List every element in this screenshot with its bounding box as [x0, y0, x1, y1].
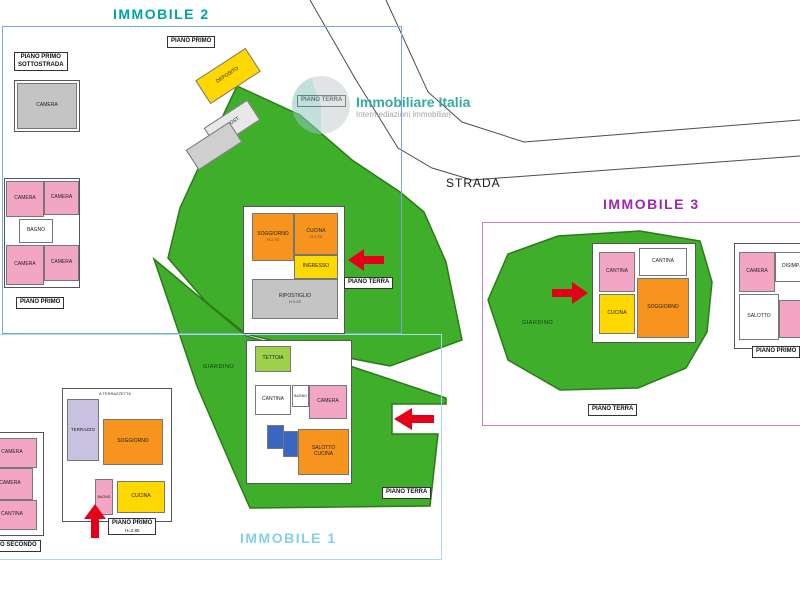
watermark-subtitle: Intermediazioni immobiliari	[356, 110, 451, 120]
entrance-arrow-right-icon	[552, 282, 588, 304]
room-label: RIPOSTIGLIO	[279, 292, 311, 299]
room-salotto: SALOTTO	[739, 294, 779, 340]
room-cucina: CUCINA	[117, 481, 165, 513]
plan-immobile2-piano-terra: SOGGIORNO H 2.70 CUCINA H 2.70 INGRESSO …	[243, 206, 345, 334]
label-piano-primo-immobile3: PIANO PRIMO	[752, 346, 800, 358]
room-label: CUCINA	[306, 227, 326, 234]
label-piano-terra-immobile3: PIANO TERRA	[588, 404, 638, 416]
room-cantina: CANTINA	[0, 500, 37, 530]
room-scala	[267, 425, 284, 449]
entrance-arrow-left-icon	[394, 408, 434, 430]
room-soggiorno: SOGGIORNO H 2.70	[252, 213, 294, 261]
plan-immobile3-piano-terra: CANTINA CANTINA CUCINA SOGGIORNO	[592, 243, 696, 343]
label-annex-piano-primo: PIANO PRIMO	[167, 36, 216, 48]
road-edge-lower	[309, 0, 800, 181]
terrazzetta-note: A TERRAZZETTA	[99, 391, 131, 396]
label-piano-terra-center: PIANO TERRA	[344, 277, 394, 289]
room-tettoia: TETTOIA	[255, 346, 291, 372]
giardino-label-immobile1: GIARDINO	[203, 364, 235, 370]
room-camera: CAMERA	[309, 385, 347, 419]
room-sub: H 2.20	[289, 298, 301, 304]
room-camera: CAMERA	[0, 438, 37, 468]
room-camera: CAMERA	[44, 245, 79, 281]
road-edge-upper	[385, 0, 800, 143]
label-sub: H=2.85	[124, 527, 140, 533]
room-camera: CAMERA	[6, 181, 44, 217]
road-label: STRADA	[446, 176, 501, 190]
room-soggiorno: SOGGIORNO	[103, 419, 163, 465]
room-camera: CAMERA	[44, 181, 79, 215]
entrance-arrow-up-icon	[84, 504, 106, 538]
label-piano-terra-immobile1: PIANO TERRA	[382, 487, 432, 499]
room-ripostiglio: RIPOSTIGLIO H 2.20	[252, 279, 338, 319]
plan-immobile1-piano-terra: TETTOIA CANTINA BAGNO CAMERA SALOTTO CUC…	[246, 340, 352, 484]
immobile3-region	[482, 222, 800, 426]
plan-immobile1-piano-primo: A TERRAZZETTA TERRAZZO SOGGIORNO BAGNO C…	[62, 388, 172, 522]
plan-immobile2-sottostrada: CAMERA	[14, 80, 80, 132]
room-bagno: BAGNO	[19, 219, 53, 243]
room-label: SALOTTO	[311, 445, 336, 452]
label-piano-primo-sottostrada: PIANO PRIMO SOTTOSTRADA	[14, 52, 68, 71]
room-scala	[283, 431, 298, 457]
room-sub: H 2.70	[310, 233, 322, 239]
plan-immobile3-piano-primo: CAMERA DISIMP. SALOTTO	[734, 243, 800, 349]
room-soggiorno: SOGGIORNO	[637, 278, 689, 338]
room-cucina: CUCINA	[599, 294, 635, 334]
watermark: Immobiliare Italia Intermediazioni immob…	[356, 94, 471, 120]
room-bagno: BAGNO	[95, 479, 113, 515]
watermark-logo-icon	[292, 76, 350, 134]
room-bagno: BAGNO	[292, 385, 309, 407]
room-terrazzo: TERRAZZO	[67, 399, 99, 461]
room-camera: CAMERA	[0, 468, 33, 500]
room-cantina: CANTINA	[255, 385, 291, 415]
label-piano-secondo-immobile1: O SECONDO	[0, 540, 41, 552]
room-label: CUCINA	[313, 451, 334, 457]
room-partial	[779, 300, 800, 338]
room-disimpegno: DISIMP.	[775, 252, 800, 282]
immobile1-title: IMMOBILE 1	[240, 530, 337, 546]
room-cantina: CANTINA	[639, 248, 687, 276]
room-salotto-cucina: SALOTTO CUCINA	[298, 429, 349, 475]
plan-immobile2-piano-primo: CAMERA CAMERA BAGNO CAMERA CAMERA	[4, 178, 80, 288]
room-ingresso: INGRESSO	[294, 255, 338, 279]
room-label: SOGGIORNO	[257, 230, 289, 237]
watermark-title: Immobiliare Italia	[356, 94, 471, 110]
label-piano-primo-left: PIANO PRIMO	[16, 297, 65, 309]
immobile2-title: IMMOBILE 2	[113, 6, 210, 22]
label-piano-primo-immobile1: PIANO PRIMO H=2.85	[108, 518, 157, 536]
room-cucina: CUCINA H 2.70	[294, 213, 338, 255]
room-camera: CAMERA	[17, 83, 77, 129]
immobile2-region	[2, 26, 402, 334]
room-camera: CAMERA	[6, 245, 44, 285]
immobile3-title: IMMOBILE 3	[603, 196, 700, 212]
entrance-arrow-left-icon	[348, 249, 384, 271]
label-line: PIANO PRIMO	[112, 520, 153, 526]
immobile1-region	[0, 334, 442, 560]
giardino-label-immobile3: GIARDINO	[522, 320, 554, 326]
room-camera: CAMERA	[739, 252, 775, 292]
label-line: PIANO PRIMO	[20, 54, 61, 60]
plan-immobile1-piano-secondo: CAMERA CAMERA CANTINA	[0, 432, 44, 536]
label-line: SOTTOSTRADA	[18, 61, 64, 68]
room-sub: H 2.70	[267, 236, 279, 242]
room-cantina: CANTINA	[599, 252, 635, 292]
